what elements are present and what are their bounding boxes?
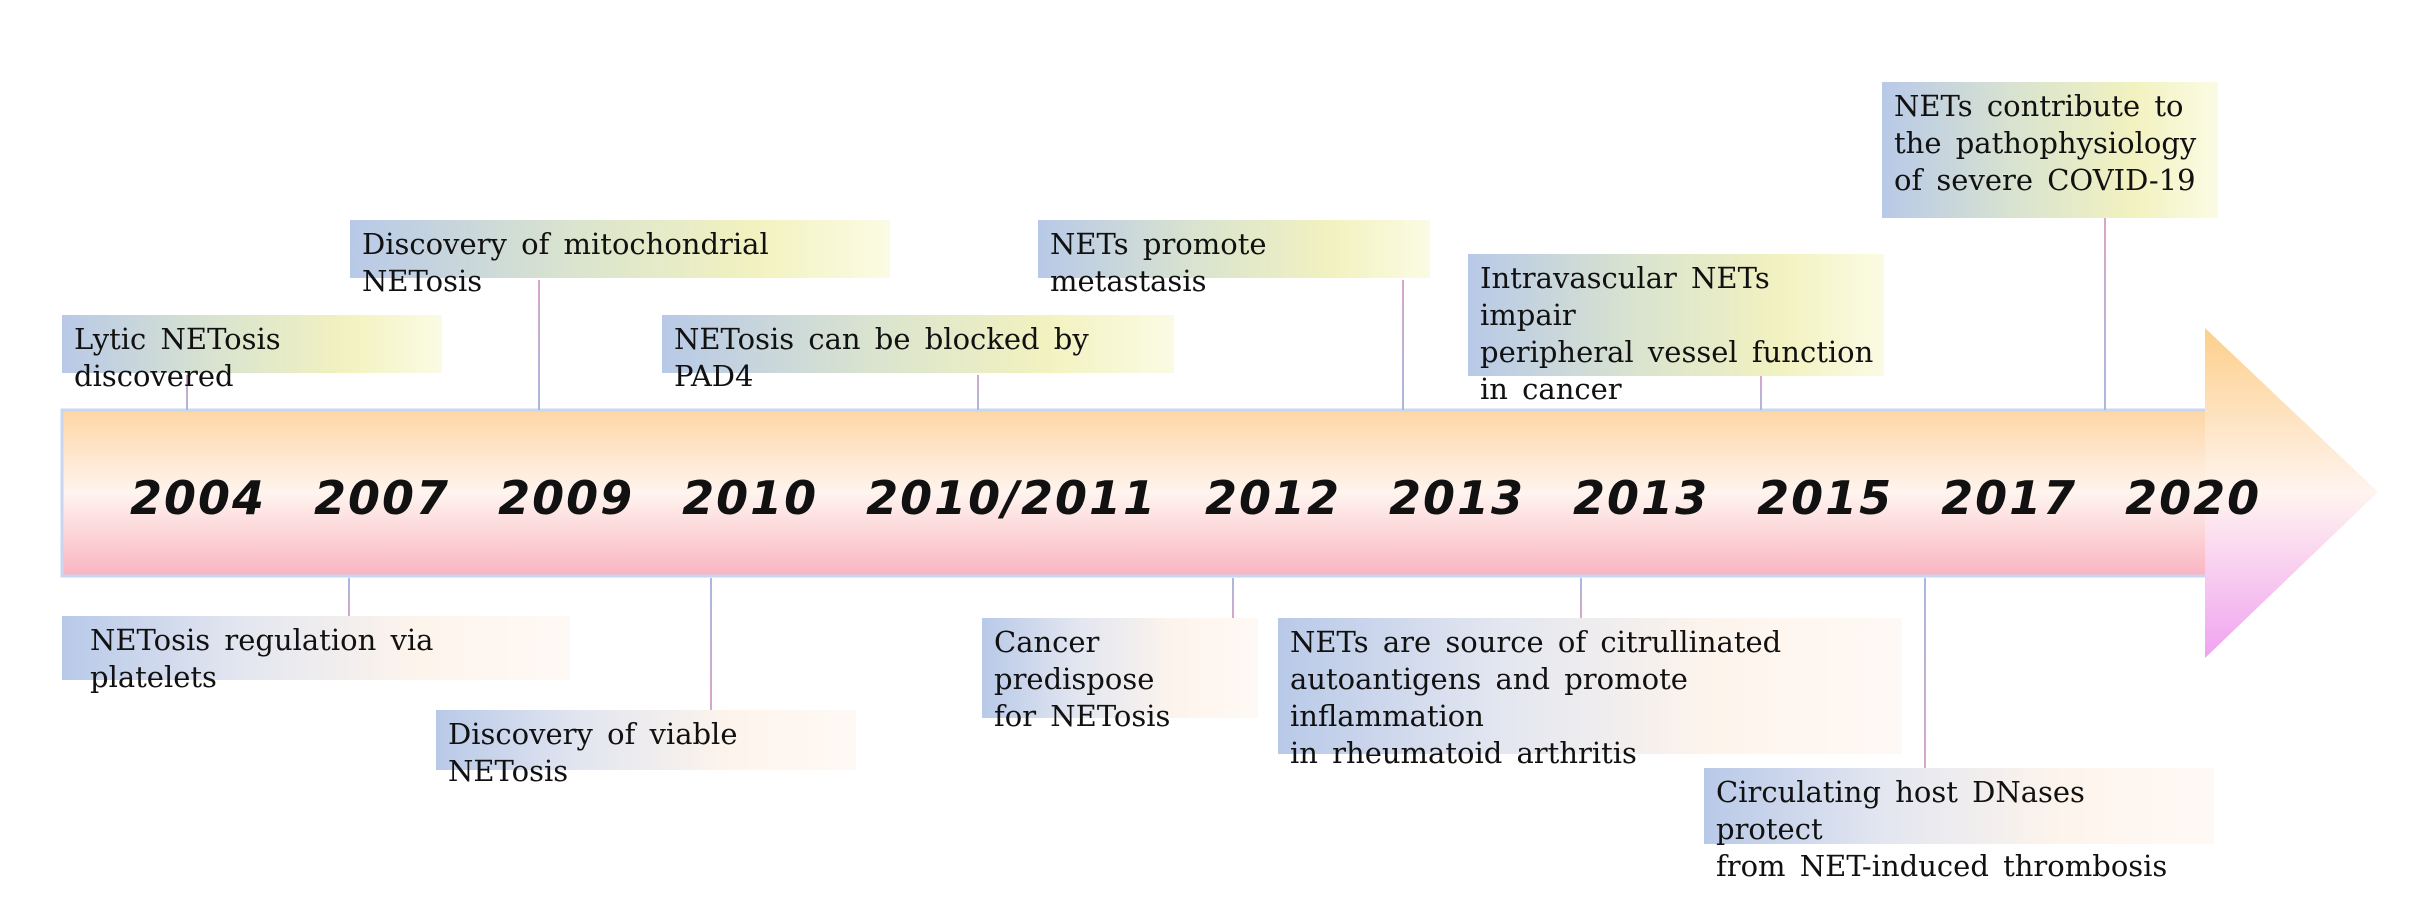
event-text: NETs are source of citrullinated xyxy=(1290,625,1782,659)
year-label: 2010/2011 xyxy=(866,471,1157,525)
connector-line xyxy=(348,578,350,616)
connector-line xyxy=(1760,376,1762,410)
event-text: from NET-induced thrombosis xyxy=(1716,849,2168,883)
event-box-platelets: NETosis regulation via platelets xyxy=(62,616,570,694)
connector-line xyxy=(2104,218,2106,410)
arrow-head xyxy=(2205,328,2378,658)
event-text: peripheral vessel function xyxy=(1480,335,1874,369)
connector-line xyxy=(1402,280,1404,410)
year-label: 2009 xyxy=(498,471,635,525)
event-text: in rheumatoid arthritis xyxy=(1290,736,1637,770)
event-text: Cancer predispose xyxy=(994,625,1155,696)
arrow-shaft xyxy=(60,408,2212,578)
connector-line xyxy=(977,375,979,410)
connector-line xyxy=(1924,578,1926,768)
year-label: 2017 xyxy=(1941,471,2078,525)
event-box-dnases-thrombosis: Circulating host DNases protect from NET… xyxy=(1704,768,2214,883)
connector-line xyxy=(538,280,540,410)
event-text: Discovery of mitochondrial NETosis xyxy=(362,227,769,298)
event-text: in cancer xyxy=(1480,372,1622,406)
connector-line xyxy=(710,578,712,710)
event-box-metastasis: NETs promote metastasis xyxy=(1038,220,1430,298)
year-label: 2007 xyxy=(314,471,451,525)
connector-line xyxy=(1580,578,1582,618)
event-box-viable-netosis: Discovery of viable NETosis xyxy=(436,710,856,788)
event-box-rheumatoid-arthritis: NETs are source of citrullinated autoant… xyxy=(1278,618,1902,770)
event-box-mitochondrial-netosis: Discovery of mitochondrial NETosis xyxy=(350,220,890,298)
event-text: Lytic NETosis discovered xyxy=(74,322,281,393)
year-labels: 2004 2007 2009 2010 2010/2011 2012 2013 … xyxy=(130,460,2261,536)
event-text: Circulating host DNases protect xyxy=(1716,775,2085,846)
connector-line xyxy=(1232,578,1234,618)
event-box-intravascular-nets: Intravascular NETs impair peripheral ves… xyxy=(1468,254,1884,406)
event-box-cancer-predispose: Cancer predispose for NETosis xyxy=(982,618,1258,733)
event-text: of severe COVID-19 xyxy=(1894,163,2196,197)
event-text: NETs promote metastasis xyxy=(1050,227,1267,298)
event-text: NETosis can be blocked by PAD4 xyxy=(674,322,1089,393)
event-text: Discovery of viable NETosis xyxy=(448,717,738,788)
event-box-covid19: NETs contribute to the pathophysiology o… xyxy=(1882,82,2218,218)
event-text: Intravascular NETs impair xyxy=(1480,261,1770,332)
year-label: 2010 xyxy=(682,471,819,525)
event-text: NETs contribute to xyxy=(1894,89,2184,123)
event-text: autoantigens and promote inflammation xyxy=(1290,662,1688,733)
year-label: 2012 xyxy=(1204,471,1342,525)
year-label: 2013 xyxy=(1573,471,1710,525)
year-label: 2004 xyxy=(130,471,267,525)
event-box-lytic-netosis: Lytic NETosis discovered xyxy=(62,315,442,393)
year-label: 2015 xyxy=(1757,471,1894,525)
connector-line xyxy=(186,375,188,410)
year-label: 2020 xyxy=(2125,471,2262,525)
event-box-pad4: NETosis can be blocked by PAD4 xyxy=(662,315,1174,393)
event-text: the pathophysiology xyxy=(1894,126,2197,160)
event-text: for NETosis xyxy=(994,699,1171,733)
year-label: 2013 xyxy=(1389,471,1526,525)
event-text: NETosis regulation via platelets xyxy=(90,623,434,694)
